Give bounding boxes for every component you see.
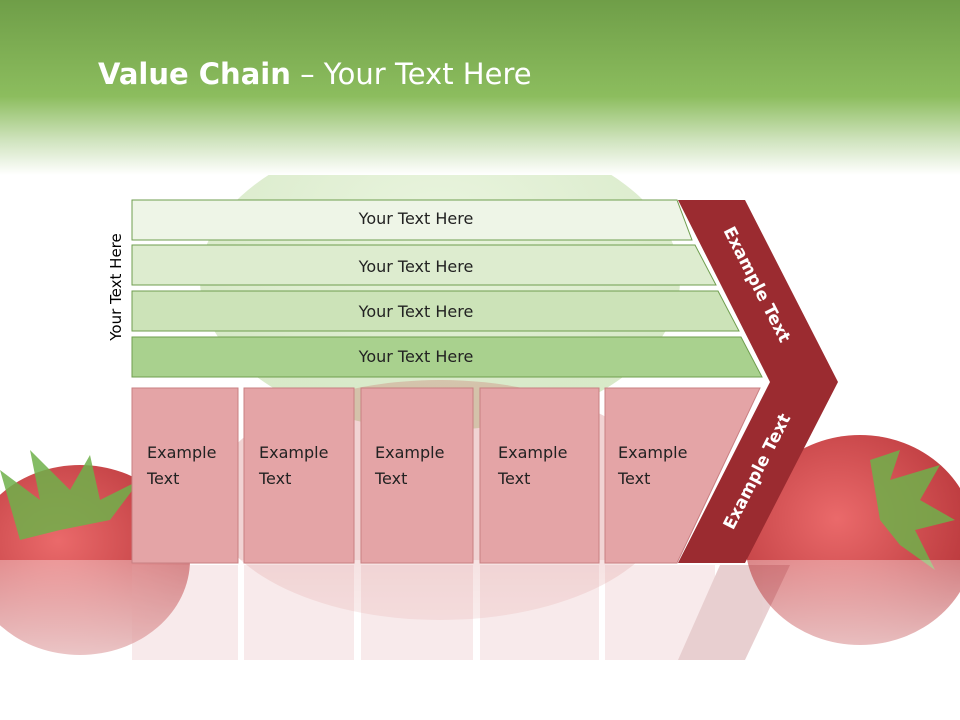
row-2-shape — [131, 244, 717, 286]
chevron-arrow-shape — [678, 200, 838, 563]
strawberry-left-leaves — [0, 450, 140, 540]
box-4 — [479, 387, 600, 564]
box-1-line2: Text — [146, 469, 179, 488]
slide-title: Value Chain – Your Text Here — [98, 57, 532, 91]
rows-group: Your Text Here Your Text Here Your Text … — [131, 199, 763, 378]
box-3-line2: Text — [374, 469, 407, 488]
box-2 — [243, 387, 355, 564]
box-1-line1: Example — [147, 443, 216, 462]
row-3-shape — [131, 290, 740, 332]
row-4-shape — [131, 336, 763, 378]
slide-title-rest: – Your Text Here — [291, 57, 532, 91]
box-5-line1: Example — [618, 443, 687, 462]
box-3-line1: Example — [375, 443, 444, 462]
box-5-line2: Text — [617, 469, 650, 488]
strawberry-right-leaves — [870, 450, 955, 570]
box-5 — [604, 387, 761, 564]
box-4-line2: Text — [497, 469, 530, 488]
box-2-line1: Example — [259, 443, 328, 462]
row-1-label: Your Text Here — [358, 209, 474, 228]
reflection — [132, 565, 790, 660]
slide-title-bold: Value Chain — [98, 57, 291, 91]
row-2-label: Your Text Here — [358, 257, 474, 276]
side-label: Your Text Here — [107, 233, 125, 341]
box-2-line2: Text — [258, 469, 291, 488]
box-1 — [131, 387, 239, 564]
row-3-label: Your Text Here — [358, 302, 474, 321]
header-band — [0, 0, 960, 175]
box-4-line1: Example — [498, 443, 567, 462]
row-4-label: Your Text Here — [358, 347, 474, 366]
row-1-shape — [131, 199, 693, 241]
box-3 — [360, 387, 474, 564]
